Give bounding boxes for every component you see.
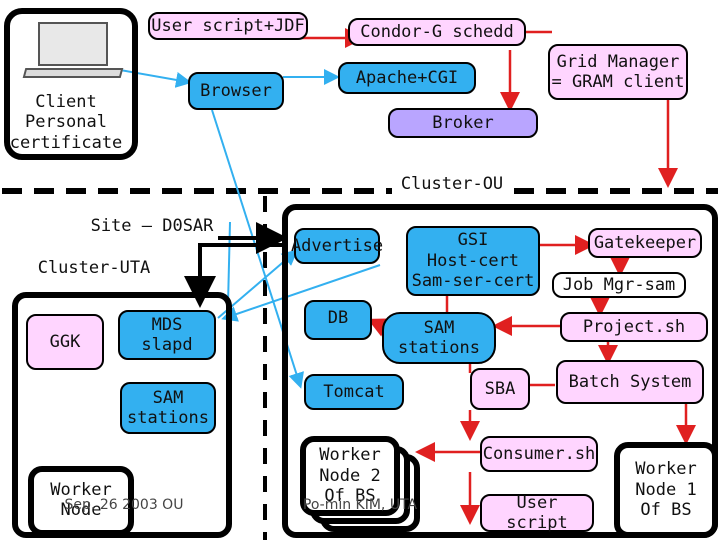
sba-box: SBA — [470, 368, 530, 410]
sam-stations-right-box: SAM stations — [382, 312, 496, 364]
job-mgr-sam-box: Job Mgr-sam — [552, 272, 686, 298]
footer-date: Sep. 26 2003 OU — [64, 497, 184, 513]
client-to-browser-line — [119, 69, 192, 88]
worker-node-left-box: Worker Node — [28, 466, 134, 536]
grid-manager-box: Grid Manager = GRAM client — [548, 44, 688, 100]
advertise-box: Advertise — [291, 228, 383, 264]
user-script-box: User script — [480, 493, 594, 533]
sam-stations-left-box: SAM stations — [120, 382, 216, 434]
ggk-box: GGK — [26, 314, 104, 370]
client-label: Client Personal certificate — [9, 92, 123, 153]
browser-box: Browser — [188, 72, 284, 110]
client-laptop-frame — [4, 8, 138, 160]
laptop-keyboard-icon — [22, 68, 124, 78]
worker-node-2-box: Worker Node 2 Of BS — [300, 436, 400, 516]
gsi-to-left-cluster-arrow — [184, 243, 285, 308]
advertise-to-mds-line — [221, 264, 381, 322]
cluster-uta-label: Cluster-UTA — [37, 258, 151, 278]
cluster-ou-label: Cluster-OU — [392, 174, 512, 195]
worker-node-1-box: Worker Node 1 Of BS — [614, 442, 718, 538]
laptop-screen-icon — [38, 22, 108, 66]
tomcat-box: Tomcat — [304, 374, 404, 410]
cluster-ou-frame — [282, 204, 718, 538]
site-d0sar-label: Site – D0SAR — [90, 216, 214, 236]
broker-box: Broker — [388, 108, 538, 138]
mds-slapd-box: MDS slapd — [118, 310, 216, 360]
apache-cgi-box: Apache+CGI — [338, 62, 476, 94]
condor-g-schedd-box: Condor-G schedd — [348, 18, 526, 46]
footer-author: Po-min KIM, UTA — [302, 497, 418, 513]
user-script-jdf-box: User script+JDF — [148, 12, 308, 40]
project-sh-box: Project.sh — [560, 312, 708, 342]
cluster-uta-to-site-line — [227, 221, 231, 306]
db-box: DB — [304, 300, 372, 340]
batch-system-box: Batch System — [556, 360, 704, 404]
gatekeeper-box: Gatekeeper — [588, 228, 702, 258]
gsi-box: GSI Host-cert Sam-ser-cert — [406, 226, 540, 296]
consumer-sh-box: Consumer.sh — [480, 436, 598, 472]
